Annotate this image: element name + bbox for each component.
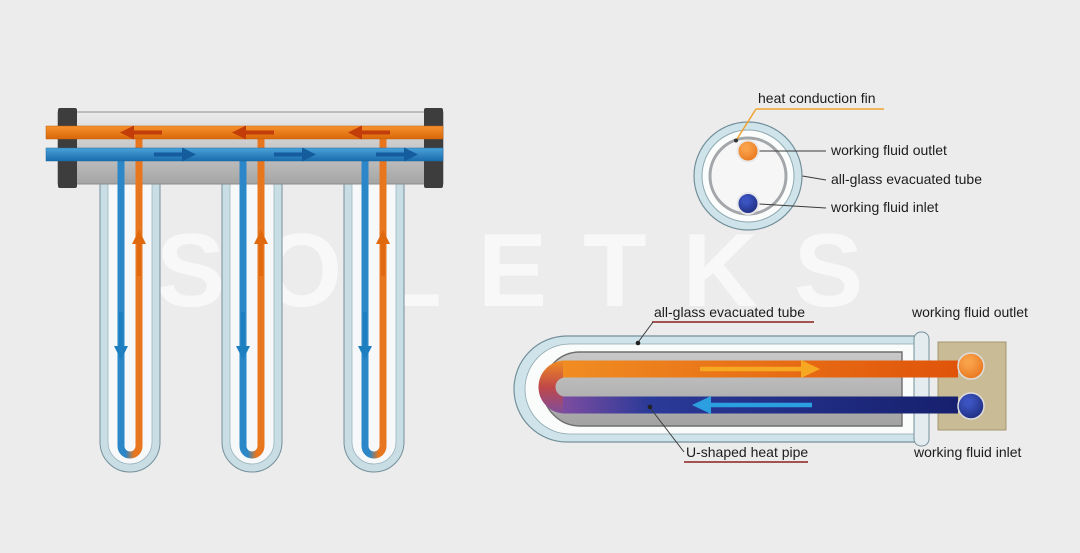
working-fluid-inlet-label: working fluid inlet (913, 444, 1021, 460)
working-fluid-outlet-label: working fluid outlet (911, 304, 1028, 320)
evacuated-tube-2 (221, 182, 283, 473)
hot-flow-arrow-3 (348, 125, 390, 140)
cold-flow-arrow-3 (376, 147, 418, 162)
arrow-head (182, 147, 196, 162)
collector-assembly-diagram (45, 108, 444, 473)
tube1-hot-up-arrow (132, 230, 146, 276)
arrow-head (114, 346, 128, 360)
tube3-hot-up-arrow (376, 230, 390, 276)
glass-tube-leader-line (638, 321, 654, 342)
arrow-head (302, 147, 316, 162)
tube-interior (229, 182, 275, 465)
working-fluid-outlet-port (957, 352, 985, 380)
heat-conduction-fin-label: heat conduction fin (758, 90, 876, 106)
cold-flow-pipe (45, 147, 444, 162)
arrow-head (254, 230, 268, 244)
heat-pipe-leader-line (650, 408, 685, 453)
arrow-head (132, 230, 146, 244)
glass-tube-leader-dot (635, 340, 641, 346)
heat-pipe-leader-dot (647, 404, 653, 410)
u-heat-pipe-3 (361, 129, 387, 459)
evacuated-tube-1 (99, 182, 161, 473)
arrow-head (236, 346, 250, 360)
u-heat-pipe-1 (117, 129, 143, 459)
arrow-head (801, 360, 820, 378)
heat-pipe-bend (538, 360, 566, 414)
working-fluid-outlet-port (736, 139, 760, 163)
arrow-head (404, 147, 418, 162)
tube-mouth-rim (913, 331, 930, 447)
working-fluid-outlet-label: working fluid outlet (830, 142, 947, 158)
working-fluid-inlet-label: working fluid inlet (830, 199, 938, 215)
tube2-cold-down-arrow (236, 312, 250, 360)
inlet-leader-line (759, 203, 827, 209)
arrow-head (232, 125, 246, 140)
evacuated-tube-3 (343, 182, 405, 473)
u-heat-pipe-2 (239, 129, 265, 459)
arrow-head (358, 346, 372, 360)
fin-leader-line (736, 108, 757, 140)
arrow-head (348, 125, 362, 140)
tube-cross-section-diagram: heat conduction fin working fluid outlet… (693, 90, 982, 231)
working-fluid-inlet-port (736, 192, 760, 215)
arrow-head (120, 125, 134, 140)
working-fluid-inlet-port (957, 392, 985, 420)
tube2-hot-up-arrow (254, 230, 268, 276)
arrow-head (376, 230, 390, 244)
tube3-cold-down-arrow (358, 312, 372, 360)
hot-flow-arrow-2 (232, 125, 274, 140)
all-glass-evacuated-tube-label: all-glass evacuated tube (831, 171, 982, 187)
tube1-cold-down-arrow (114, 312, 128, 360)
hot-flow-arrow (700, 360, 820, 378)
tube-interior (351, 182, 397, 465)
u-shaped-heat-pipe-label: U-shaped heat pipe (686, 444, 808, 460)
tube-side-view-diagram: all-glass evacuated tube working fluid o… (513, 304, 1028, 463)
all-glass-evacuated-tube-label: all-glass evacuated tube (654, 304, 805, 320)
cold-flow-arrow-1 (154, 147, 196, 162)
fin-leader-dot (734, 138, 738, 143)
glass-tube-leader-line (802, 175, 827, 181)
arrow-head (692, 396, 711, 414)
tube-interior (107, 182, 153, 465)
hot-flow-arrow-1 (120, 125, 162, 140)
cold-flow-arrow-2 (274, 147, 316, 162)
cold-flow-arrow (692, 396, 812, 414)
